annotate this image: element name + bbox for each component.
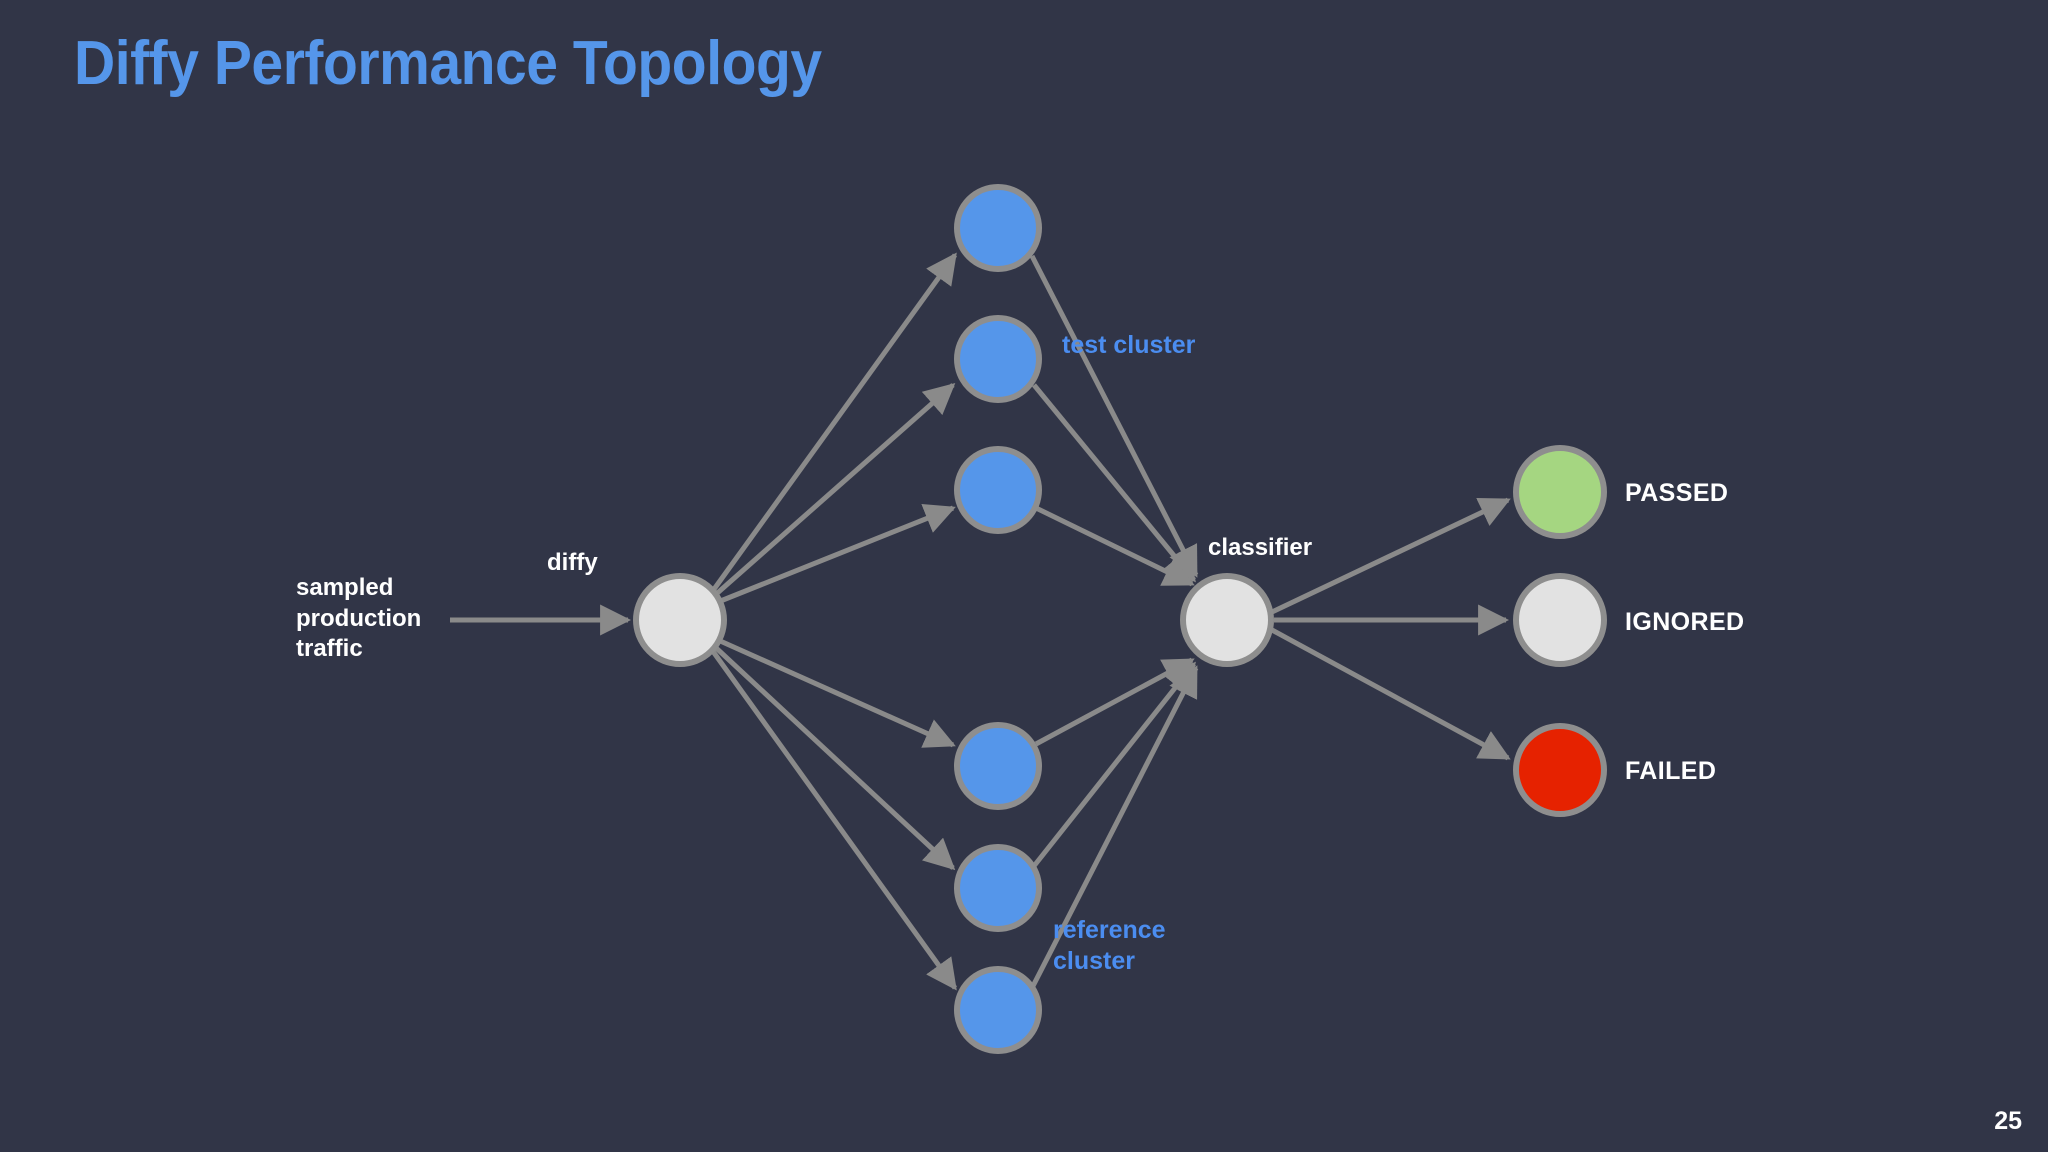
test-cluster-label: test cluster — [1062, 331, 1196, 359]
edges-test-cluster-to-classifier — [1029, 254, 1199, 587]
edges-classifier-to-outcomes — [1270, 497, 1511, 761]
node-failed[interactable] — [1513, 723, 1607, 817]
edges-diffy-to-reference-cluster — [709, 637, 958, 991]
node-classifier[interactable] — [1180, 573, 1274, 667]
reference-cluster-label: reference cluster — [1053, 916, 1166, 976]
passed-label: PASSED — [1625, 479, 1729, 507]
test-cluster-node — [954, 184, 1042, 272]
input-traffic-label: sampled production traffic — [296, 574, 422, 663]
test-cluster-node — [954, 446, 1042, 534]
ignored-label: IGNORED — [1625, 608, 1745, 636]
reference-cluster-nodes[interactable] — [954, 722, 1042, 1054]
reference-cluster-node — [954, 844, 1042, 932]
node-ignored[interactable] — [1513, 573, 1607, 667]
page-title: Diffy Performance Topology — [74, 29, 822, 98]
edges-diffy-to-test-cluster — [709, 252, 958, 605]
node-passed[interactable] — [1513, 445, 1607, 539]
test-cluster-nodes[interactable] — [954, 184, 1042, 534]
diffy-label: diffy — [547, 549, 598, 576]
edges-reference-cluster-to-classifier — [1029, 657, 1199, 990]
failed-label: FAILED — [1625, 757, 1717, 785]
reference-cluster-node — [954, 966, 1042, 1054]
reference-cluster-node — [954, 722, 1042, 810]
test-cluster-node — [954, 315, 1042, 403]
page-number: 25 — [1994, 1107, 2022, 1135]
node-diffy[interactable] — [633, 573, 727, 667]
classifier-label: classifier — [1208, 534, 1313, 561]
